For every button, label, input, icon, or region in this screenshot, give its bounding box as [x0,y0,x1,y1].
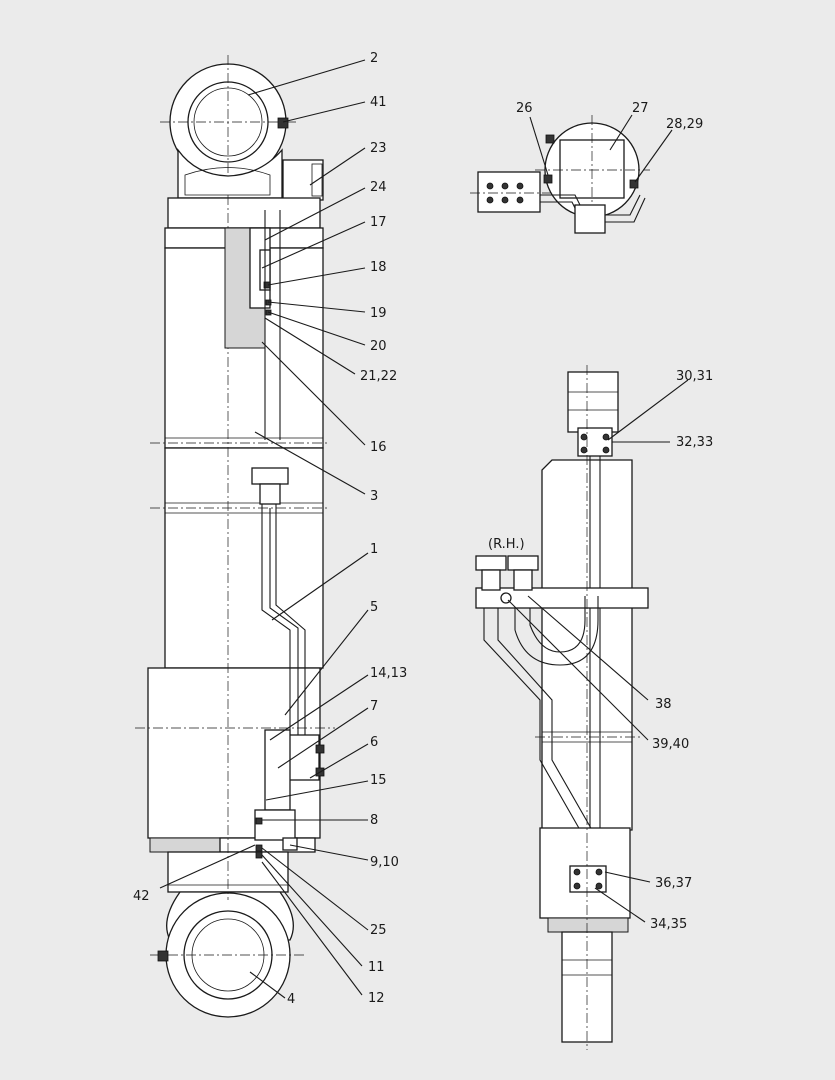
callout-38: 38 [655,697,672,712]
callout-9-10: 9,10 [370,855,399,870]
callout-36-37: 36,37 [655,876,692,891]
leader-lines [159,59,689,999]
clamp-detail-view [470,115,650,235]
callout-8: 8 [370,813,378,828]
callout-labels: 2 41 23 24 17 18 19 20 21,22 16 3 1 5 14… [133,51,713,1007]
callout-3: 3 [370,489,378,504]
callout-14-13: 14,13 [370,666,407,681]
callout-39-40: 39,40 [652,737,689,752]
callout-32-33: 32,33 [676,435,713,450]
callout-34-35: 34,35 [650,917,687,932]
callout-11: 11 [368,960,385,975]
callout-12: 12 [368,991,385,1006]
callout-1: 1 [370,542,378,557]
main-cylinder-view [135,55,335,1018]
side-view [475,365,649,1050]
callout-17: 17 [370,215,387,230]
callout-27: 27 [632,101,649,116]
callout-41: 41 [370,95,387,110]
callout-5: 5 [370,600,378,615]
callout-4: 4 [287,992,295,1007]
callout-19: 19 [370,306,387,321]
callout-25: 25 [370,923,387,938]
callout-28-29: 28,29 [666,117,703,132]
callout-26: 26 [516,101,533,116]
callout-21-22: 21,22 [360,369,397,384]
callout-42: 42 [133,889,150,904]
callout-16: 16 [370,440,387,455]
callout-23: 23 [370,141,387,156]
callout-30-31: 30,31 [676,369,713,384]
callout-6: 6 [370,735,378,750]
side-label-rh: (R.H.) [488,537,525,552]
callout-24: 24 [370,180,387,195]
callout-2: 2 [370,51,378,66]
callout-18: 18 [370,260,387,275]
callout-20: 20 [370,339,387,354]
callout-15: 15 [370,773,387,788]
callout-7: 7 [370,699,378,714]
